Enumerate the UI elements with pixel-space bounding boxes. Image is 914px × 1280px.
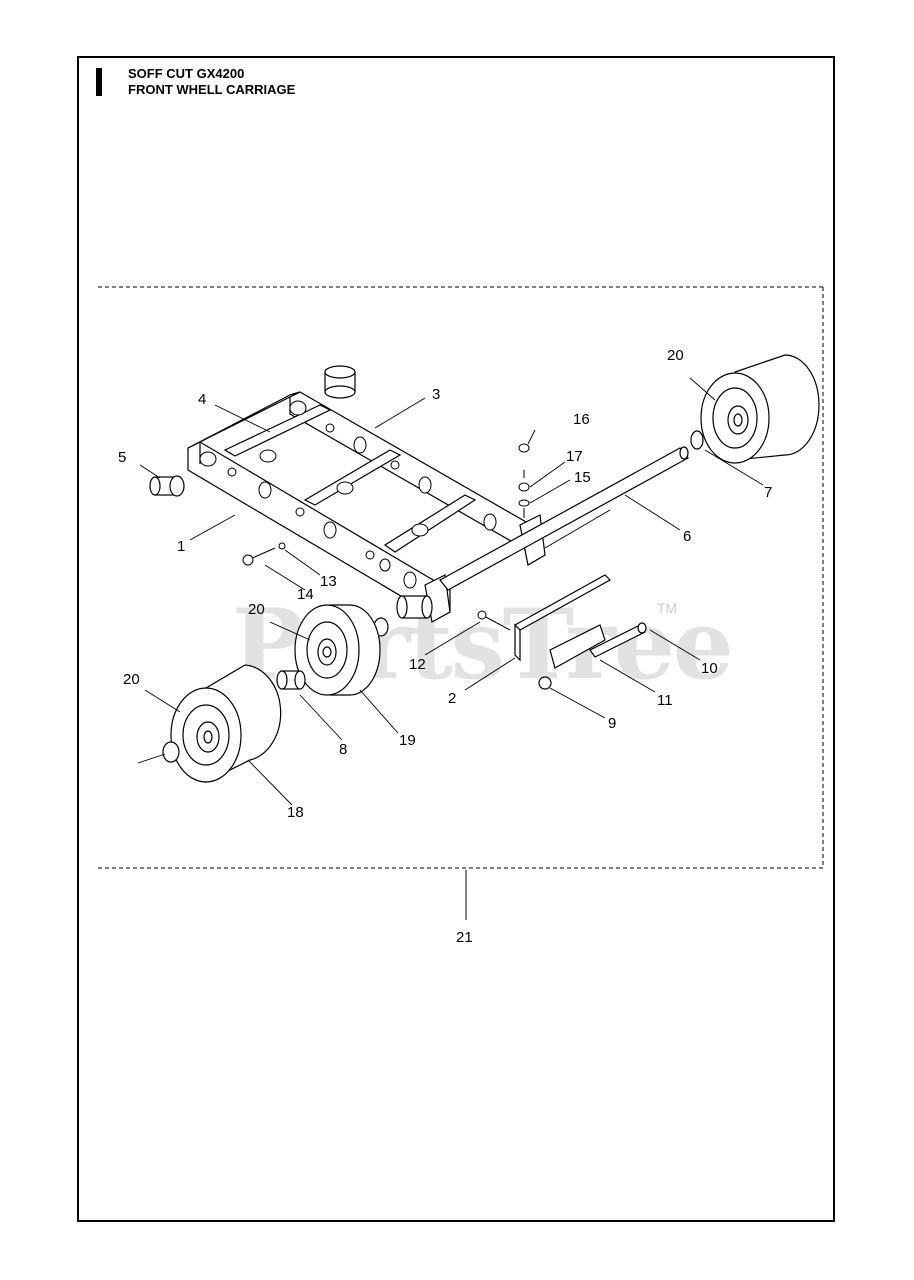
ring-left-wheel <box>162 741 180 763</box>
wheel-19 <box>294 604 381 696</box>
bushing-top <box>324 365 356 399</box>
callout-20-middle: 20 <box>248 601 265 618</box>
callout-2: 2 <box>448 690 456 707</box>
assembly-boundary <box>98 286 824 869</box>
callout-13: 13 <box>320 573 337 590</box>
callout-10: 10 <box>701 660 718 677</box>
callout-3: 3 <box>432 386 440 403</box>
nut-9 <box>538 676 552 690</box>
callout-16: 16 <box>573 411 590 428</box>
section-title: FRONT WHELL CARRIAGE <box>128 82 296 97</box>
bolt-12 <box>477 610 511 631</box>
callout-18: 18 <box>287 804 304 821</box>
callout-labels: 1 2 3 4 5 6 7 8 9 10 11 12 13 14 15 16 1… <box>118 347 772 946</box>
wheel-top-right <box>700 354 820 464</box>
page-frame <box>77 56 835 1222</box>
ring-7 <box>690 430 704 450</box>
spacer <box>396 595 433 619</box>
section-marker <box>96 68 102 96</box>
model-title: SOFF CUT GX4200 <box>128 66 245 81</box>
bushing-5 <box>149 475 185 497</box>
callout-14: 14 <box>297 586 314 603</box>
callout-9: 9 <box>608 715 616 732</box>
fasteners-15-17 <box>518 443 530 518</box>
bushing-8 <box>276 670 306 690</box>
callout-6: 6 <box>683 528 691 545</box>
callout-19: 19 <box>399 732 416 749</box>
watermark-tm: TM <box>657 600 677 616</box>
callout-20-top: 20 <box>667 347 684 364</box>
callout-21: 21 <box>456 929 473 946</box>
pin-10 <box>589 622 647 658</box>
wheel-18 <box>170 664 282 783</box>
callout-12: 12 <box>409 656 426 673</box>
bolt-14 <box>242 542 286 566</box>
callout-17: 17 <box>566 448 583 465</box>
bracket-2 <box>514 574 611 669</box>
callout-15: 15 <box>574 469 591 486</box>
page-title: SOFF CUT GX4200 FRONT WHELL CARRIAGE <box>128 66 295 98</box>
callout-1: 1 <box>177 538 185 555</box>
leader-lines <box>137 377 764 806</box>
callout-7: 7 <box>764 484 772 501</box>
carriage-frame <box>187 391 546 623</box>
callout-4: 4 <box>198 391 206 408</box>
rail-holes <box>199 400 497 589</box>
callout-20-bottom: 20 <box>123 671 140 688</box>
callout-5: 5 <box>118 449 126 466</box>
callout-11: 11 <box>657 692 673 709</box>
shaft-6 <box>439 446 689 591</box>
callout-8: 8 <box>339 741 347 758</box>
